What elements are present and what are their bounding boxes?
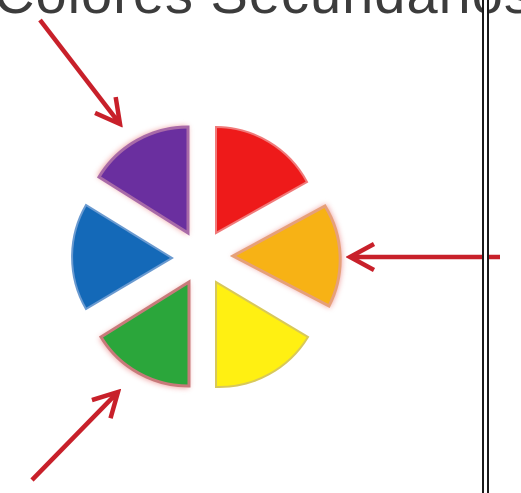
arrow-to-green: [32, 392, 118, 480]
arrow-to-purple: [40, 20, 120, 124]
orange-segment: [233, 206, 340, 306]
green-segment: [101, 282, 189, 386]
yellow-segment: [216, 282, 308, 387]
red-segment: [216, 127, 307, 233]
blue-segment: [72, 205, 172, 309]
page-border-divider: [482, 0, 489, 493]
purple-segment: [99, 127, 188, 233]
